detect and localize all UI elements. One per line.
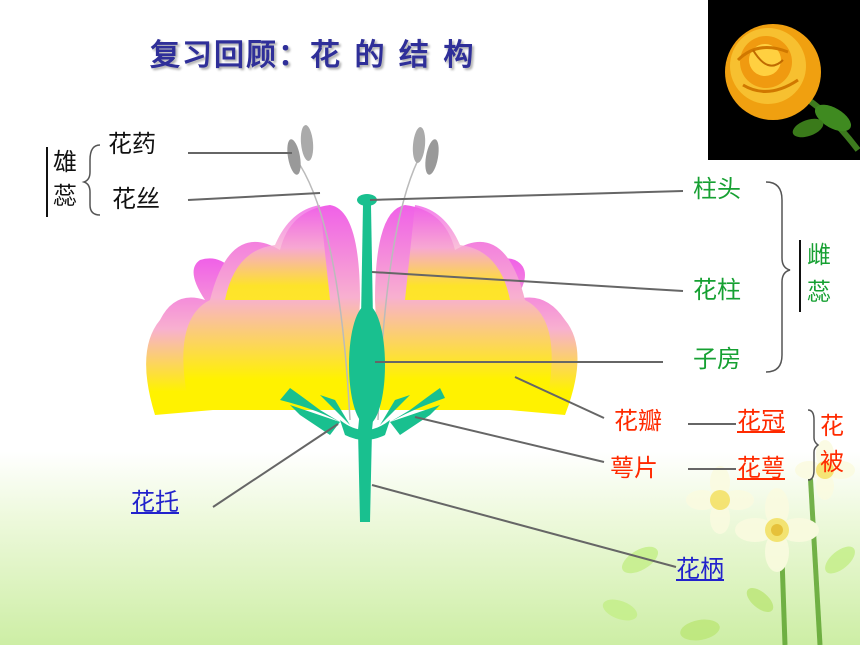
sepal-label: 萼片	[610, 454, 658, 482]
stigma-label: 柱头	[693, 175, 741, 203]
pistil-label-char-1: 雌	[807, 241, 831, 269]
stamen-label-char-1: 雄	[53, 148, 77, 176]
perianth-label-char-2: 被	[820, 448, 844, 476]
stamen-label-char-2: 蕊	[53, 182, 77, 210]
receptacle-link[interactable]: 花托	[131, 488, 179, 516]
pistil-label-char-2: 蕊	[807, 278, 831, 306]
corolla-link[interactable]: 花冠	[737, 407, 785, 435]
filament-label: 花丝	[112, 185, 160, 213]
ovary-label: 子房	[693, 345, 741, 373]
petal-label: 花瓣	[614, 407, 662, 435]
anther-label: 花药	[108, 130, 156, 158]
perianth-label-char-1: 花	[820, 412, 844, 440]
calyx-link[interactable]: 花萼	[737, 454, 785, 482]
pedicel-link[interactable]: 花柄	[676, 555, 724, 583]
style-label: 花柱	[693, 276, 741, 304]
page-title: 复习回顾：花 的 结 构	[150, 38, 476, 73]
rose-photo	[708, 0, 860, 160]
daffodil-decoration	[602, 440, 855, 645]
